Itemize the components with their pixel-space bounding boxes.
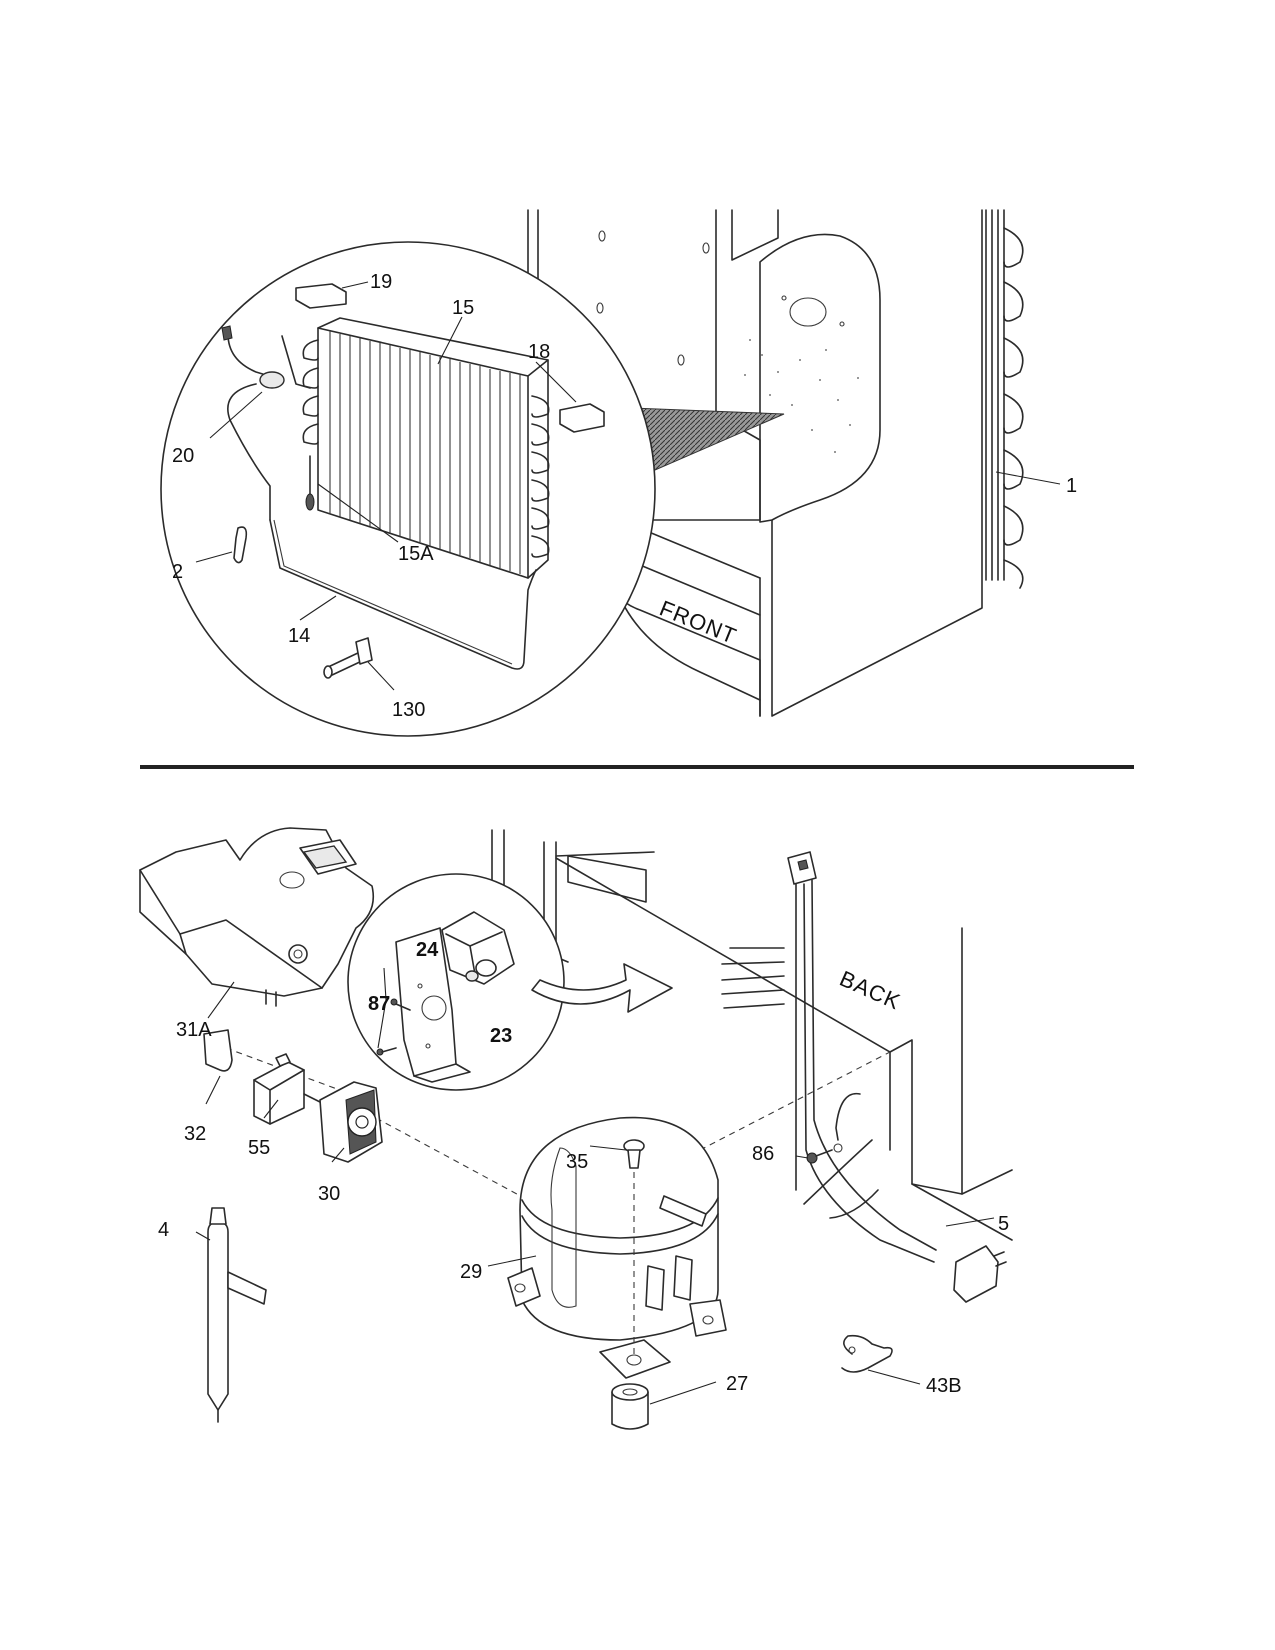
cabinet-interior — [527, 209, 983, 717]
callout-4: 4 — [158, 1219, 169, 1241]
defrost-thermostat — [221, 325, 285, 521]
part-19-block — [295, 283, 347, 309]
callout-1: 1 — [1066, 475, 1077, 497]
callout-18: 18 — [528, 341, 550, 363]
grommet — [611, 1383, 649, 1430]
evaporator-detail-circle — [160, 241, 656, 737]
clamp-43b — [841, 1334, 893, 1373]
callout-130: 130 — [392, 699, 425, 721]
callout-87: 87 — [368, 993, 390, 1015]
callout-15: 15 — [452, 297, 474, 319]
callout-43b: 43B — [926, 1375, 962, 1397]
callout-30: 30 — [318, 1183, 340, 1205]
callout-14: 14 — [288, 625, 310, 647]
callout-23: 23 — [490, 1025, 512, 1047]
compressor — [507, 1116, 727, 1379]
power-cord-harness — [721, 851, 1007, 1303]
callout-32: 32 — [184, 1123, 206, 1145]
filter-drier — [207, 1207, 267, 1423]
fan-bracket-detail-circle — [347, 873, 565, 1091]
label-front: FRONT — [656, 595, 740, 648]
label-back: BACK — [836, 966, 905, 1015]
callout-15a: 15A — [398, 543, 434, 565]
callout-19: 19 — [370, 271, 392, 293]
wire-harness — [269, 519, 537, 670]
callout-29: 29 — [460, 1261, 482, 1283]
section-divider — [140, 765, 1134, 769]
relay — [253, 1053, 305, 1125]
callout-27: 27 — [726, 1373, 748, 1395]
callout-5: 5 — [998, 1213, 1009, 1235]
part-32-bracket — [203, 1029, 233, 1072]
direction-arrow — [531, 963, 673, 1013]
evaporator — [281, 317, 550, 579]
callout-31a: 31A — [176, 1019, 212, 1041]
part-130-fitting — [323, 637, 373, 679]
screw-86 — [806, 1143, 843, 1164]
condenser-coil — [985, 209, 1024, 589]
part-2-clip — [233, 526, 248, 564]
callout-86: 86 — [752, 1143, 774, 1165]
motor-housing — [139, 827, 375, 1007]
callout-55: 55 — [248, 1137, 270, 1159]
callout-2: 2 — [172, 561, 183, 583]
screw-35 — [623, 1139, 645, 1358]
overload-protector — [303, 1081, 383, 1163]
callout-20: 20 — [172, 445, 194, 467]
callout-24: 24 — [416, 939, 439, 961]
callout-35: 35 — [566, 1151, 588, 1173]
part-18-block — [559, 403, 605, 433]
